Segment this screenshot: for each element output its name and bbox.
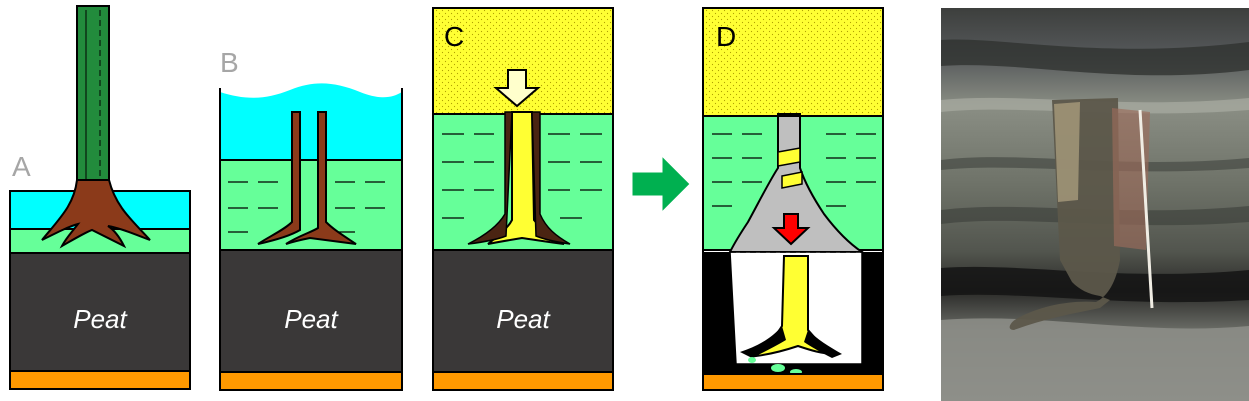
fossil-tree-stump-photo	[941, 8, 1249, 401]
panel-a-peat-label: Peat	[73, 304, 128, 334]
panel-a-base	[9, 370, 191, 390]
panel-b-hollow-stump	[257, 111, 301, 245]
scale-rod	[1138, 109, 1154, 309]
panel-b-peat	[219, 249, 403, 373]
panel-b-base	[219, 371, 403, 391]
panel-a-trunk	[76, 5, 110, 195]
panel-d-letter: D	[716, 21, 736, 52]
panel-c: C Peat	[432, 7, 614, 391]
panel-b-peat-label: Peat	[284, 304, 339, 334]
panel-a-peat	[9, 252, 191, 372]
panel-a: A Peat	[9, 5, 191, 390]
panel-d-down-arrow-icon	[771, 213, 811, 246]
panel-c-peat	[432, 249, 614, 373]
panel-c-peat-label: Peat	[496, 304, 551, 334]
panel-c-base	[432, 371, 614, 391]
panel-a-roots	[41, 179, 151, 249]
panel-d: D	[702, 7, 884, 391]
panel-b: B Peat	[219, 47, 403, 391]
panel-c-letter: C	[444, 21, 464, 52]
panel-a-letter: A	[12, 151, 31, 182]
panel-c-down-arrow-icon	[493, 69, 541, 108]
panel-b-letter: B	[220, 47, 239, 78]
panel-b-water	[220, 83, 402, 160]
process-arrow-icon	[631, 154, 691, 214]
panel-d-base	[702, 373, 884, 391]
